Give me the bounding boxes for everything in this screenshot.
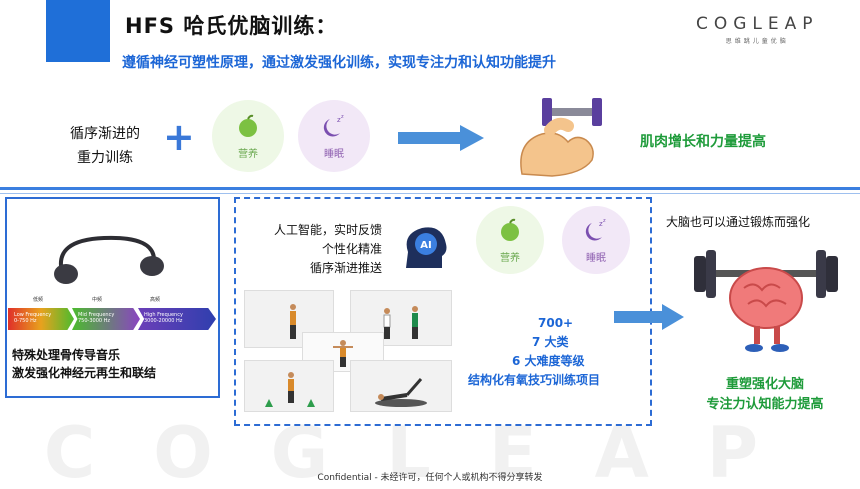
header-accent-block	[46, 0, 110, 62]
ai-head-icon: AI	[406, 227, 447, 268]
bone-conduction-panel	[5, 197, 220, 398]
freq-band-low-name: Low Frequency	[14, 312, 52, 318]
freq-band-high-range: 3000-20000 Hz	[144, 318, 183, 324]
moon-sleep-icon-2: z z	[585, 218, 606, 241]
sleep-circle: z z 睡眠	[298, 100, 370, 172]
freq-band-high: High Frequency 3000-20000 Hz	[138, 308, 216, 330]
stats-levels: 6 大难度等级	[512, 354, 585, 368]
section-divider-thin	[0, 193, 860, 194]
stats-description: 结构化有氧技巧训练项目	[468, 373, 601, 387]
brain-dumbbell-icon	[694, 250, 838, 352]
brain-result-line-1: 重塑强化大脑	[725, 377, 804, 392]
logo-text: COGLEAP	[696, 14, 819, 34]
freq-band-mid: Mid Frequency 750-3000 Hz	[72, 308, 140, 330]
apple-icon	[239, 114, 257, 137]
exercise-figure-icon	[375, 378, 427, 407]
gravity-training-line-1: 循序渐进的	[70, 126, 140, 142]
ai-description: 人工智能，实时反馈 个性化精准 循序渐进推送	[254, 221, 382, 278]
svg-text:z: z	[603, 218, 606, 224]
nutrition-circle: 营养	[212, 100, 284, 172]
exercise-figure-icon	[290, 304, 296, 339]
exercise-figure-icon	[383, 306, 418, 339]
nutrition-label-2: 营养	[500, 252, 520, 264]
svg-text:z: z	[337, 116, 341, 124]
exercise-figure-icon	[265, 372, 315, 407]
exercise-thumbnail-5	[350, 360, 452, 412]
section-divider	[0, 187, 860, 190]
exercise-thumbnail-4	[244, 360, 334, 412]
ai-badge-text: AI	[420, 240, 431, 251]
brand-logo: COGLEAP 思维跳儿童优脑	[696, 14, 819, 45]
exercise-figure-icon	[333, 340, 353, 367]
apple-icon-2	[501, 218, 519, 241]
freq-label-high: 高频	[150, 297, 161, 303]
brain-result-text: 重塑强化大脑 专注力认知能力提高	[680, 375, 850, 415]
sleep-label-2: 睡眠	[586, 252, 606, 264]
training-stats: 700+ 7 大类 6 大难度等级 结构化有氧技巧训练项目	[468, 314, 600, 390]
confidential-footer: Confidential - 未经许可，任何个人或机构不得分享转发	[317, 473, 543, 483]
svg-text:z: z	[599, 220, 603, 228]
brain-result-line-2: 专注力认知能力提高	[706, 397, 824, 412]
logo-subtext: 思维跳儿童优脑	[725, 38, 789, 45]
gravity-training-line-2: 重力训练	[77, 150, 133, 166]
sleep-label: 睡眠	[324, 148, 344, 160]
caption-line-2: 激发强化神经元再生和联结	[12, 366, 157, 380]
bone-conduction-headphones-icon	[54, 235, 164, 284]
freq-label-mid: 中频	[92, 297, 103, 303]
stats-count: 700+	[538, 316, 574, 330]
arrow-right-icon-2	[614, 304, 684, 330]
page-title: HFS 哈氏优脑训练：	[125, 14, 338, 38]
svg-text:z: z	[341, 114, 344, 120]
bone-conduction-caption: 特殊处理骨传导音乐 激发强化神经元再生和联结	[12, 346, 212, 382]
freq-band-mid-name: Mid Frequency	[78, 312, 115, 318]
nutrition-circle-2: 营养	[476, 206, 544, 274]
ai-line-3: 循序渐进推送	[309, 261, 382, 275]
sleep-circle-2: z z 睡眠	[562, 206, 630, 274]
nutrition-label: 营养	[238, 148, 258, 160]
muscle-arm-icon	[520, 98, 602, 177]
ai-line-1: 人工智能，实时反馈	[273, 223, 382, 237]
arrow-right-icon	[398, 125, 484, 151]
freq-band-mid-range: 750-3000 Hz	[78, 318, 111, 324]
freq-band-high-name: High Frequency	[144, 312, 183, 318]
caption-line-1: 特殊处理骨传导音乐	[12, 348, 121, 362]
freq-band-low: Low Frequency 0-750 Hz	[8, 308, 74, 330]
ai-line-2: 个性化精准	[321, 242, 382, 256]
moon-sleep-icon: z z	[323, 114, 344, 137]
freq-label-low: 低频	[33, 297, 44, 303]
gravity-training-text: 循序渐进的 重力训练	[60, 122, 150, 170]
stats-categories: 7 大类	[532, 335, 569, 349]
page-subtitle: 遵循神经可塑性原理，通过激发强化训练，实现专注力和认知功能提升	[122, 55, 556, 71]
brain-exercise-title: 大脑也可以通过锻炼而强化	[666, 215, 811, 229]
freq-band-low-range: 0-750 Hz	[14, 318, 37, 324]
muscle-result-text: 肌肉增长和力量提高	[640, 134, 766, 150]
plus-icon: +	[163, 115, 195, 159]
